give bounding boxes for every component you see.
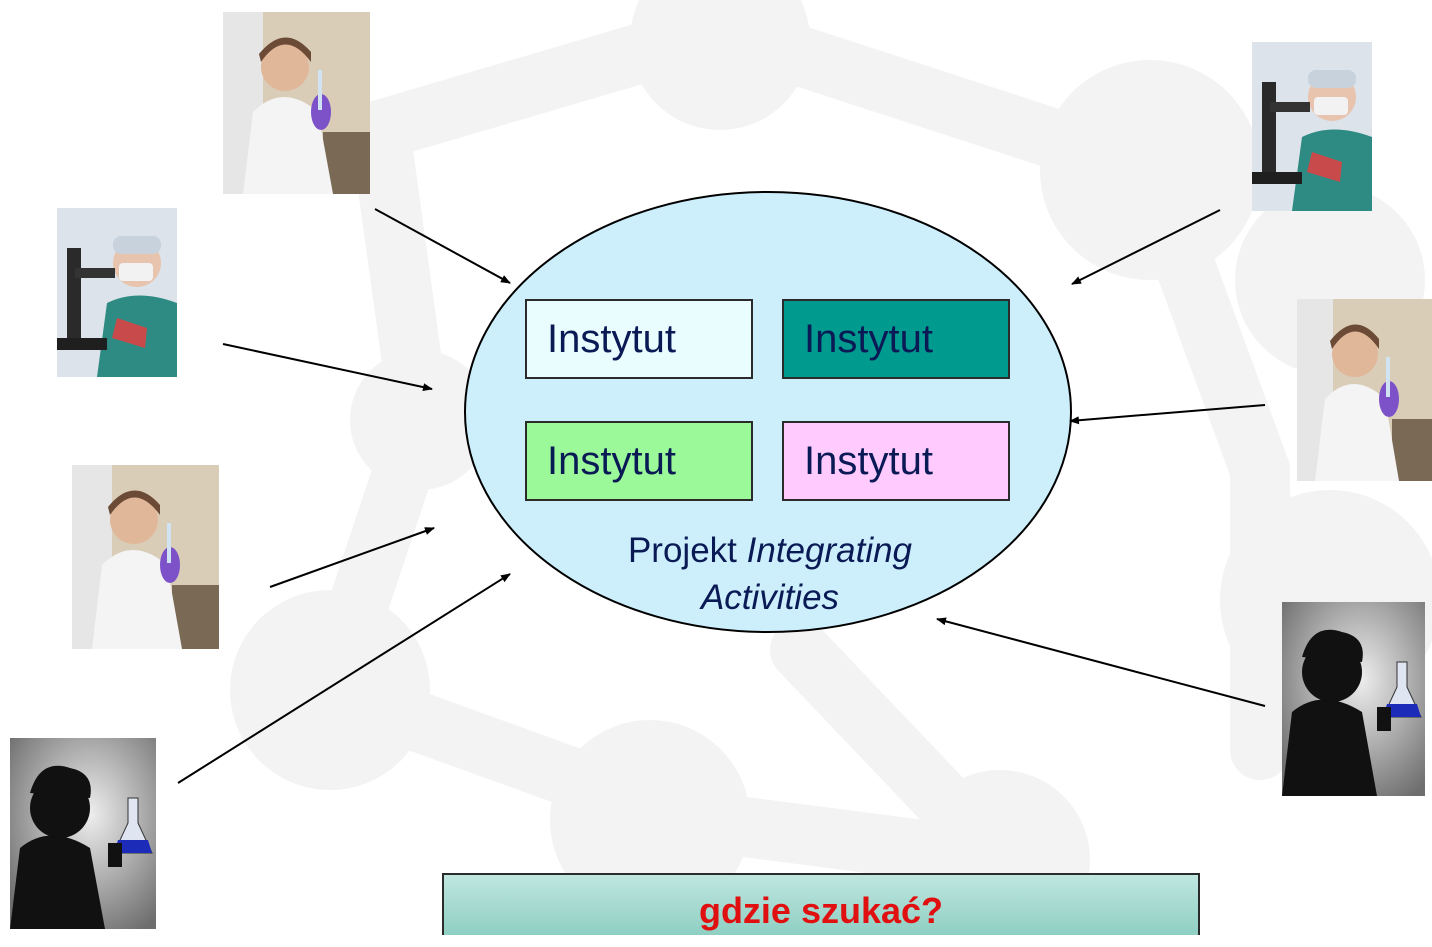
institute-box-1: Instytut bbox=[525, 299, 753, 379]
woman-scientist-icon bbox=[223, 12, 370, 194]
arrow-top-left bbox=[374, 208, 511, 284]
person-photo-right-2 bbox=[1297, 299, 1432, 481]
person-photo-top-left bbox=[223, 12, 370, 194]
arrow-left-3 bbox=[269, 527, 435, 588]
arrow-right-2 bbox=[1069, 404, 1266, 425]
woman-scientist-icon bbox=[72, 465, 219, 649]
project-label-italic: Integrating Activities bbox=[700, 531, 913, 617]
question-banner: gdzie szukać? bbox=[442, 873, 1200, 935]
person-photo-left-3 bbox=[72, 465, 219, 649]
institute-box-4: Instytut bbox=[782, 421, 1010, 501]
institute-box-2: Instytut bbox=[782, 299, 1010, 379]
project-label-prefix: Projekt bbox=[627, 531, 737, 570]
arrow-bottom-left bbox=[177, 573, 511, 784]
arrow-top-right bbox=[1071, 209, 1221, 285]
arrow-left-2 bbox=[222, 343, 433, 392]
person-photo-bottom-right bbox=[1282, 602, 1425, 796]
person-photo-bottom-left bbox=[10, 738, 156, 929]
arrow-bottom-right bbox=[936, 617, 1266, 707]
woman-scientist-icon bbox=[1297, 299, 1432, 481]
project-label: Projekt Integrating Activities bbox=[560, 527, 980, 621]
surgeon-microscope-icon bbox=[57, 208, 177, 377]
institute-box-3: Instytut bbox=[525, 421, 753, 501]
person-photo-top-right bbox=[1252, 42, 1372, 211]
surgeon-microscope-icon bbox=[1252, 42, 1372, 211]
silhouette-flask-icon bbox=[1282, 602, 1425, 796]
silhouette-flask-icon bbox=[10, 738, 156, 929]
person-photo-left-2 bbox=[57, 208, 177, 377]
